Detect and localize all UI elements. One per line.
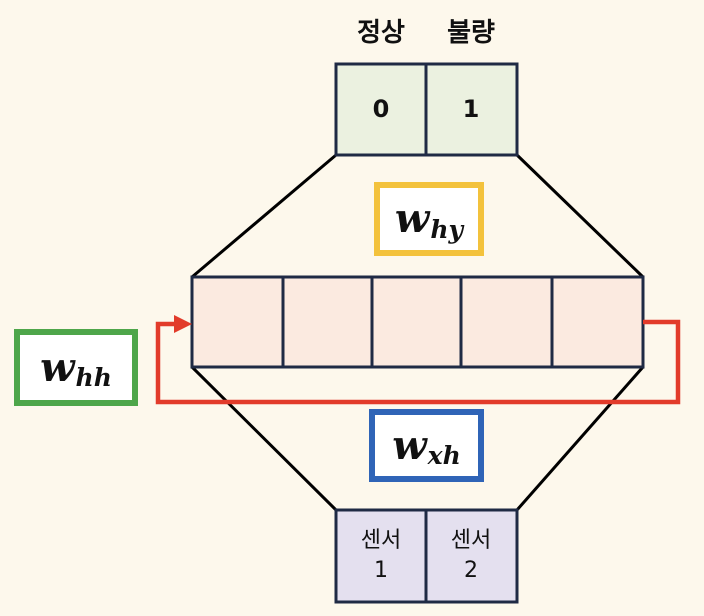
output-value-1: 1 [462, 95, 480, 123]
weight-hy-symbol: w [394, 195, 430, 242]
input-sensor-1-number: 1 [374, 558, 388, 583]
output-funnel-right [515, 153, 645, 279]
input-funnel-left [190, 365, 338, 512]
output-cell-1-box [424, 62, 519, 157]
weight-xh-subscript: xh [427, 441, 461, 470]
output-funnel-left [191, 153, 337, 279]
hidden-cell-5 [550, 275, 645, 369]
recurrent-arrowhead-icon [174, 315, 192, 333]
input-cell-2-box [424, 508, 519, 604]
input-sensor-2: 센서 2 [426, 510, 516, 602]
weight-hy-subscript: hy [430, 214, 464, 244]
input-sensor-2-number: 2 [464, 558, 478, 583]
hidden-cell-3 [370, 275, 463, 369]
weight-hh-symbol: w [40, 343, 75, 391]
weight-xh-symbol: w [392, 421, 427, 469]
output-cell-0-box [334, 62, 428, 157]
weight-hh-subscript: hh [75, 363, 112, 392]
input-sensor-1: 센서 1 [336, 510, 426, 602]
output-label-normal: 정상 [357, 18, 405, 48]
input-sensor-1-name: 센서 [360, 528, 402, 554]
output-label-defect: 불량 [447, 18, 495, 48]
output-value-0: 0 [372, 95, 390, 123]
recurrent-loop-arrow [155, 319, 681, 405]
hidden-cell-4 [459, 275, 554, 369]
hidden-cell-2 [281, 275, 374, 369]
input-sensor-2-name: 센서 [450, 528, 492, 554]
hidden-cell-1 [190, 275, 285, 369]
input-funnel-right [515, 366, 645, 511]
